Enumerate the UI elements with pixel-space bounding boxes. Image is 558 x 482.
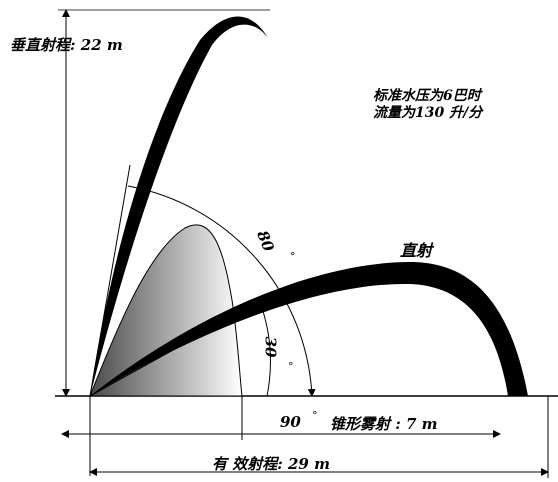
angle-30-arc bbox=[261, 307, 271, 397]
straight-jet-label: 直射 bbox=[400, 241, 433, 260]
spray-cone bbox=[89, 224, 243, 397]
angle-30-label: 30 bbox=[261, 336, 280, 358]
straight-jet-stream bbox=[90, 262, 528, 396]
pressure-line: 标准水压为6巴时 bbox=[373, 88, 481, 104]
vertical-jet-stream bbox=[90, 16, 268, 397]
pressure-flow-note: 标准水压为6巴时 流量为130 升/分 bbox=[373, 88, 482, 122]
flow-line: 流量为130 升/分 bbox=[373, 105, 483, 121]
angle-30-degree-symbol: ° bbox=[288, 360, 294, 373]
effective-range-label: 有 效射程: 29 m bbox=[212, 455, 330, 473]
vertical-range-label: 垂直射程: 22 m bbox=[10, 36, 123, 54]
angle-90-degree-symbol: ° bbox=[312, 409, 318, 422]
angle-80-arc bbox=[127, 185, 316, 397]
angle-80-degree-symbol: ° bbox=[290, 250, 296, 263]
cone-spray-label: 锥形雾射 : 7 m bbox=[330, 415, 438, 433]
angle-90-label: 90 bbox=[280, 413, 301, 431]
